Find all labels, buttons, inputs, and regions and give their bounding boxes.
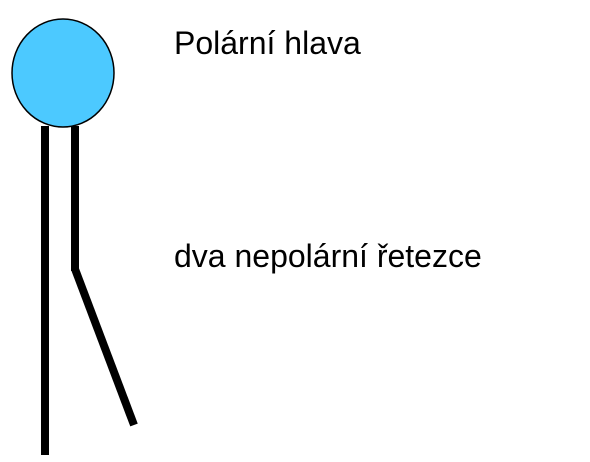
polar-head-shape	[11, 18, 115, 128]
polar-head-label: Polární hlava	[174, 25, 361, 61]
nonpolar-tails-label: dva nepolární řetezce	[174, 238, 482, 274]
nonpolar-chain-right-kink	[71, 267, 138, 427]
